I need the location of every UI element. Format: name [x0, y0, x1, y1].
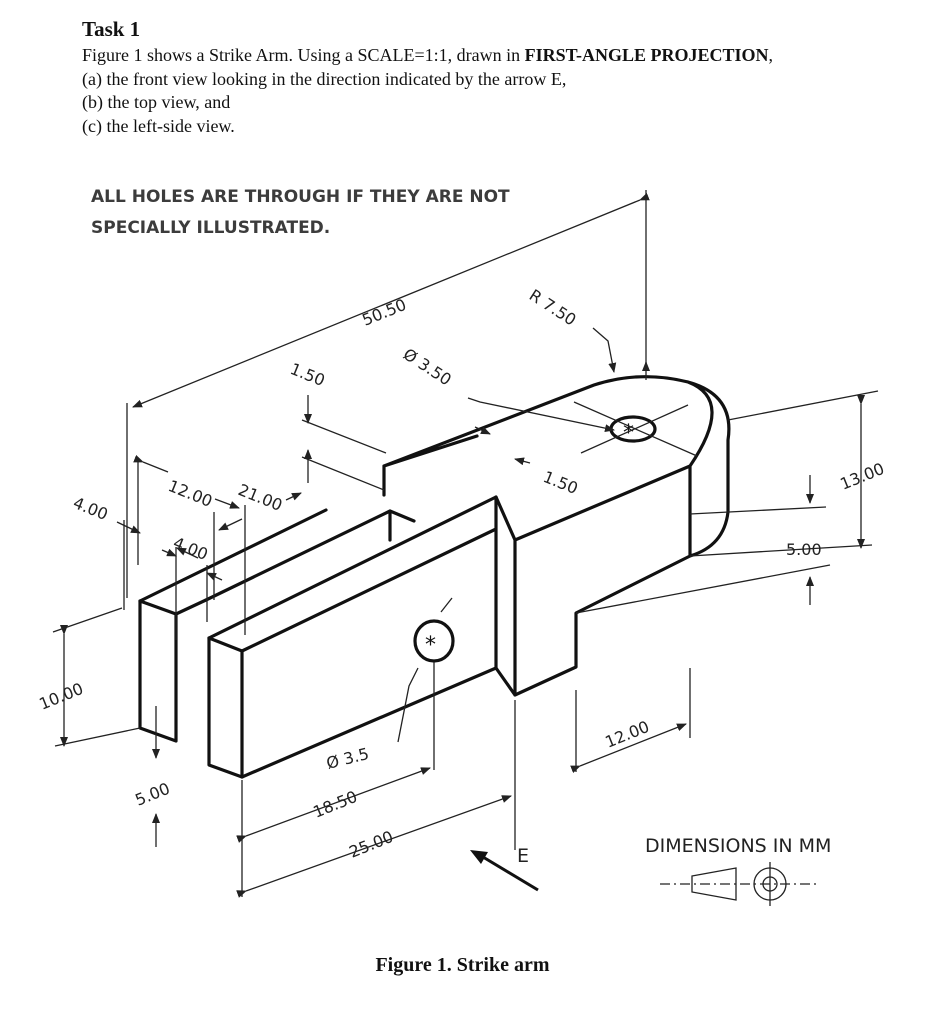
view-arrow-head [470, 850, 488, 864]
view-arrow-shaft [477, 852, 539, 892]
dim-12-00-bottom-line [570, 723, 687, 774]
side-hole: * [413, 619, 455, 663]
first-angle-projection-symbol [660, 862, 820, 906]
dim-12-00-top: 12.00 [166, 476, 216, 511]
dim-12-00-bottom: 12.00 [602, 717, 652, 752]
slot-outline [204, 509, 416, 602]
dim-dia-3-5: Ø 3.5 [324, 744, 370, 773]
task-item-c: (c) the left-side view. [82, 115, 235, 136]
general-note-line-1: ALL HOLES ARE THROUGH IF THEY ARE NOT [91, 187, 510, 207]
dim-10-00: 10.00 [36, 679, 86, 714]
dim-dia-3-50: Ø 3.50 [400, 344, 455, 389]
task-line-1: Figure 1 shows a Strike Arm. Using a SCA… [82, 44, 902, 68]
dimension-lines [52, 190, 879, 898]
right-prong-front-face [207, 636, 244, 779]
strike-arm-object [138, 375, 731, 779]
task-line-1-start: Figure 1 shows a Strike Arm. Using a SCA… [82, 45, 525, 65]
dim-5-00-left: 5.00 [132, 779, 172, 810]
side-hole-circle [413, 619, 455, 663]
projection-type: FIRST-ANGLE PROJECTION [524, 45, 769, 65]
dim-50-50-line [132, 192, 650, 408]
dim-1-50-upper: 1.50 [288, 359, 328, 390]
task-heading: Task 1 [82, 17, 141, 41]
r7-50-leader [592, 327, 617, 373]
dim-1-50-right: 1.50 [541, 467, 581, 498]
hole-center-mark: * [425, 633, 436, 658]
task-line-1-end: , [768, 45, 774, 65]
general-note-line-2: SPECIALLY ILLUSTRATED. [91, 218, 330, 238]
dim-18-50: 18.50 [310, 787, 360, 822]
task-item-b: (b) the top view, and [82, 92, 231, 112]
view-direction-arrow: E [470, 845, 539, 892]
truncated-cone-icon [691, 867, 737, 901]
left-prong-front-face [138, 599, 178, 743]
dim-21-00: 21.00 [236, 480, 286, 515]
top-hole-center-mark: * [623, 421, 634, 446]
dim-4-00-left: 4.00 [71, 493, 111, 524]
dim-25-00: 25.00 [346, 827, 396, 862]
figure-caption: Figure 1. Strike arm [375, 954, 550, 976]
dim-25-00-line [236, 795, 512, 898]
dim-5-00-right: 5.00 [786, 540, 822, 559]
task-text-block: Task 1 Figure 1 shows a Strike Arm. Usin… [82, 16, 902, 138]
centre-lines [397, 401, 698, 743]
view-arrow-label: E [517, 845, 529, 867]
dim-50-50: 50.50 [359, 295, 409, 330]
units-note: DIMENSIONS IN MM [645, 835, 831, 857]
dim-13-00: 13.00 [837, 459, 887, 494]
dim-r7-50: R 7.50 [526, 285, 580, 329]
round-end-lug [382, 375, 731, 697]
task-item-a: (a) the front view looking in the direct… [82, 68, 567, 89]
dia-3-50-leader [467, 397, 615, 433]
left-prong-top [138, 508, 328, 616]
